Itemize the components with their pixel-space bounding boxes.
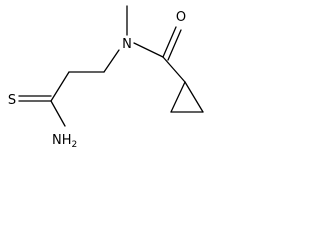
bond-n-carbonyl [133,42,164,58]
bond-ring-1 [170,81,186,113]
bond-carbonyl-cyclopropyl [162,56,186,83]
amine-subscript: 2 [72,140,78,150]
amine-label: NH2 [52,133,77,150]
atom-labels: N O S NH2 [8,10,186,150]
chemical-structure: N O S NH2 [8,5,204,150]
amine-symbol: NH [52,133,72,148]
bond-carbonyl-oxygen-2 [167,29,182,61]
bond-ch2-thiocarbon [50,71,70,102]
bond-thiocarbon-amine [50,100,66,127]
bond-group [18,5,204,127]
sulfur-label: S [8,93,16,108]
bond-ring-3 [184,81,204,113]
oxygen-label: O [176,10,186,25]
bond-carbonyl-oxygen-1 [162,26,177,58]
bond-n-ch2 [103,49,120,73]
nitrogen-label: N [122,37,132,52]
